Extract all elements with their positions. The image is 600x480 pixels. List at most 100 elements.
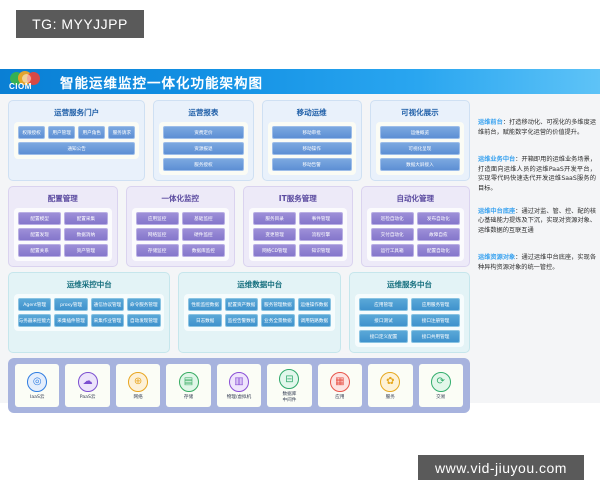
chip[interactable]: 自动发现管理 (127, 314, 161, 327)
chip[interactable]: 网络监控 (135, 228, 179, 241)
chip[interactable]: 配置模型 (18, 212, 62, 225)
chip[interactable]: 应用管理 (358, 298, 408, 311)
chip[interactable]: 接口共用管理 (411, 330, 461, 343)
chip[interactable]: 接口测试 (358, 314, 408, 327)
chip[interactable]: proxy管理 (54, 298, 88, 311)
chip[interactable]: 业务全景数据 (261, 314, 295, 327)
chip[interactable]: 数据消纳 (64, 228, 108, 241)
panel-data-midend[interactable]: 运维数据中台 性能监控数据 配置资产数据 服务管理数据 运维操作数据 日志数据 … (178, 272, 341, 353)
panel-collection-control-midend[interactable]: 运维采控中台 Agent管理 proxy管理 通信协议管理 命令服务管理 与务器… (8, 272, 171, 353)
resource-label: 数据库 中间件 (282, 392, 297, 403)
chip[interactable]: 权限授权 (18, 126, 46, 139)
top-watermark-tag: TG: MYYJJPP (16, 10, 144, 38)
panel-title: 运维采控中台 (66, 280, 112, 289)
chip[interactable]: 资产管理 (64, 244, 108, 257)
chip[interactable]: 运维概览 (379, 126, 460, 139)
chip[interactable]: 调用链路数据 (297, 314, 331, 327)
chip[interactable]: 用户角色 (78, 126, 106, 139)
cloud-paas-icon: ☁ (77, 371, 98, 392)
chip[interactable]: 事件管理 (299, 212, 343, 225)
resource-card-service[interactable]: ✿ 服务 (368, 364, 413, 408)
application-icon: ▦ (329, 371, 350, 392)
annotation-text: ：通过运维中台底座，实现各种异构资源对象的统一管控。 (478, 254, 597, 272)
network-icon: ⊕ (128, 371, 149, 392)
resource-label: 服务 (385, 394, 395, 400)
chip[interactable]: 配置资产数据 (224, 298, 259, 311)
chip[interactable]: 应用监控 (135, 212, 179, 225)
chip[interactable]: 资费定价 (163, 126, 244, 139)
chip[interactable]: 数据库监控 (181, 244, 225, 257)
panel-integrated-monitoring[interactable]: 一体化监控 应用监控 基础监控 网络监控 硬件监控 存储监控 数据库监控 (125, 186, 235, 267)
resource-card-network[interactable]: ⊕ 网络 (115, 364, 161, 408)
chip[interactable]: 配置自动化 (416, 244, 460, 257)
chip[interactable]: 配置采集 (64, 212, 108, 225)
resource-card-application[interactable]: ▦ 应用 (317, 364, 363, 408)
chip[interactable]: 接口注册管理 (411, 314, 461, 327)
chip[interactable]: 数据大屏接入 (379, 158, 460, 171)
chip[interactable]: 命令服务管理 (127, 298, 161, 311)
resource-card-storage[interactable]: ▤ 存储 (166, 364, 211, 408)
panel-operation-portal[interactable]: 运营服务门户 权限授权 用户管理 用户角色 服务请求 通知公告 (8, 100, 146, 181)
resource-card-server[interactable]: ▥ 物理/虚拟机 (216, 364, 262, 408)
chip[interactable]: 性能监控数据 (188, 298, 222, 311)
panel-config-management[interactable]: 配置管理 配置模型 配置采集 配置发现 数据消纳 配置关系 资产管理 (8, 186, 118, 267)
chip[interactable]: 配置发现 (18, 228, 62, 241)
poster-header: CIOM 智能运维监控一体化功能架构图 (0, 69, 600, 94)
resource-label: 应用 (335, 394, 345, 400)
panel-service-midend[interactable]: 运维服务中台 应用管理 应用服务管理 接口测试 接口注册管理 接口定义配置 接口… (348, 272, 471, 353)
chip[interactable]: Agent管理 (18, 298, 52, 311)
chip[interactable]: 移动告警 (271, 158, 352, 171)
resource-card-iaas[interactable]: ◎ IaaS云 (15, 364, 60, 408)
chip[interactable]: 用户管理 (48, 126, 76, 139)
chip[interactable]: 通信协议管理 (90, 298, 125, 311)
annotation-key: 运维业务中台 (478, 156, 516, 164)
chip[interactable]: 移动操作 (271, 142, 352, 155)
chip[interactable]: 知识管理 (299, 244, 343, 257)
resource-card-database[interactable]: ⊟ 数据库 中间件 (267, 364, 312, 408)
chip[interactable]: 与务器采控能力 (18, 314, 52, 327)
chip[interactable]: 配置关系 (18, 244, 62, 257)
chip[interactable]: 采集作业管理 (90, 314, 125, 327)
resource-label: 网络 (133, 394, 143, 400)
chip[interactable]: 流程引擎 (299, 228, 343, 241)
chip[interactable]: 硬件监控 (181, 228, 225, 241)
bottom-watermark-url: www.vid-jiuyou.com (418, 455, 584, 480)
chip[interactable]: 应用服务管理 (411, 298, 461, 311)
chip[interactable]: 运行工具箱 (370, 244, 414, 257)
chip[interactable]: 可视化呈现 (379, 142, 460, 155)
chip[interactable]: 资源报退 (163, 142, 244, 155)
panel-mobile-ops[interactable]: 移动运维 移动审批 移动操作 移动告警 (261, 100, 362, 181)
chip[interactable]: 移动审批 (271, 126, 352, 139)
resource-card-paas[interactable]: ☁ PaaS云 (65, 364, 110, 408)
annotations-column: 运维前台：打造移动化、可视化的多维度运维前台，赋能数字化运营的价值提升。 运维业… (478, 100, 596, 282)
chip[interactable]: 变更管理 (253, 228, 297, 241)
resource-card-transaction[interactable]: ⟳ 交易 (418, 364, 463, 408)
chip[interactable]: 故障自愈 (416, 228, 460, 241)
chip[interactable]: 通知公告 (18, 142, 136, 155)
chip[interactable]: 服务目录 (253, 212, 297, 225)
chip[interactable]: 监控告警数据 (224, 314, 259, 327)
chip[interactable]: 运维操作数据 (297, 298, 331, 311)
architecture-poster: CIOM 智能运维监控一体化功能架构图 运营服务门户 权限授权 用户管理 用户角… (0, 69, 600, 414)
annotation-text: ：开箱即用的运维业务场景，打造面向运维人员的运维PaaS开发平台，实现零代码快速… (478, 156, 597, 193)
panel-visualization[interactable]: 可视化展示 运维概览 可视化呈现 数据大屏接入 (369, 100, 470, 181)
chip[interactable]: 接口定义配置 (358, 330, 408, 343)
chip[interactable]: 交付自动化 (370, 228, 414, 241)
chip[interactable]: 日志数据 (188, 314, 222, 327)
panel-automation-management[interactable]: 自动化管理 巡检自动化 发布自动化 交付自动化 故障自愈 运行工具箱 配置自动化 (360, 186, 470, 267)
chip[interactable]: 服务请求 (108, 126, 136, 139)
chip[interactable]: 基础监控 (181, 212, 225, 225)
chip[interactable]: 采集插件管理 (54, 314, 88, 327)
chip[interactable]: 发布自动化 (416, 212, 460, 225)
annotation-resource-objects: 运维资源对象：通过运维中台底座，实现各种异构资源对象的统一管控。 (478, 253, 596, 272)
chip[interactable]: 网络CD管理 (253, 244, 297, 257)
resource-label: 物理/虚拟机 (226, 394, 252, 400)
chip[interactable]: 存储监控 (135, 244, 179, 257)
panel-it-service-management[interactable]: IT服务管理 服务目录 事件管理 变更管理 流程引擎 网络CD管理 知识管理 (243, 186, 353, 267)
chip[interactable]: 巡检自动化 (370, 212, 414, 225)
chip[interactable]: 服务授权 (163, 158, 244, 171)
server-icon: ▥ (228, 371, 249, 392)
panel-operation-report[interactable]: 运营报表 资费定价 资源报退 服务授权 (153, 100, 254, 181)
chip[interactable]: 服务管理数据 (261, 298, 295, 311)
panel-title: 可视化展示 (401, 108, 439, 117)
